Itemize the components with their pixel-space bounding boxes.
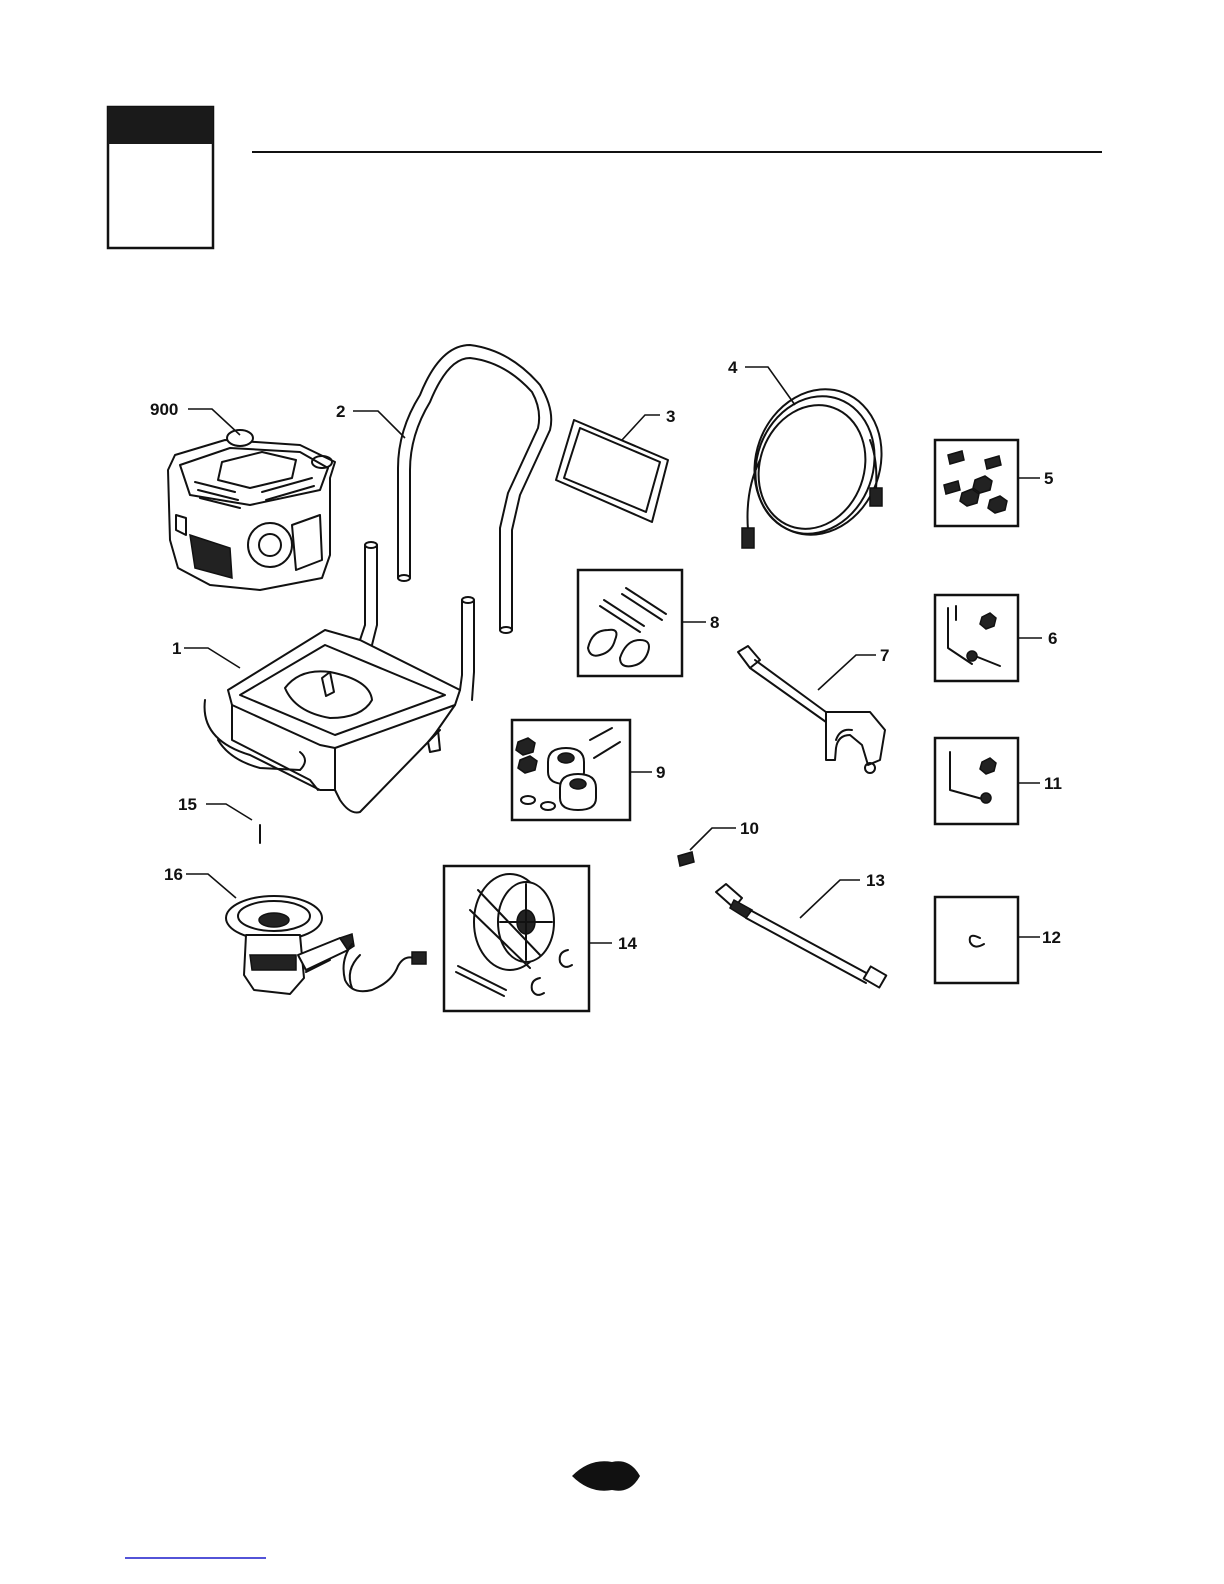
pump-drawing	[226, 896, 426, 994]
page-number-badge	[572, 1461, 640, 1490]
part-label-2: 2	[336, 402, 345, 421]
part-label-7: 7	[880, 646, 889, 665]
axle-kit-box	[935, 595, 1018, 681]
engine-drawing	[168, 430, 335, 590]
part-label-12: 12	[1042, 928, 1061, 947]
foot-kit-box	[512, 720, 630, 820]
part-label-5: 5	[1044, 469, 1053, 488]
part-label-15: 15	[178, 795, 197, 814]
part-label-11: 11	[1044, 774, 1062, 793]
clip-box	[935, 897, 1018, 983]
knob-kit-box	[578, 570, 682, 676]
section-tab	[108, 107, 213, 248]
spray-gun-drawing	[738, 646, 885, 773]
part-label-14: 14	[618, 934, 637, 953]
part-label-6: 6	[1048, 629, 1057, 648]
part-label-13: 13	[866, 871, 885, 890]
part-label-10: 10	[740, 819, 759, 838]
part-label-9: 9	[656, 763, 665, 782]
hose-drawing	[734, 371, 901, 552]
bolt-kit-box	[935, 440, 1018, 526]
wheel-kit-box	[444, 866, 589, 1011]
axle-kit-box-2	[935, 738, 1018, 824]
panel-drawing	[556, 420, 668, 522]
handle-drawing	[398, 345, 551, 633]
part-label-4: 4	[728, 358, 738, 377]
part-label-1: 1	[172, 639, 181, 658]
part-label-16: 16	[164, 865, 183, 884]
nozzle-drawing	[678, 852, 694, 866]
part-label-8: 8	[710, 613, 719, 632]
part-label-3: 3	[666, 407, 675, 426]
wand-drawing	[716, 884, 886, 988]
part-label-900: 900	[150, 400, 178, 419]
